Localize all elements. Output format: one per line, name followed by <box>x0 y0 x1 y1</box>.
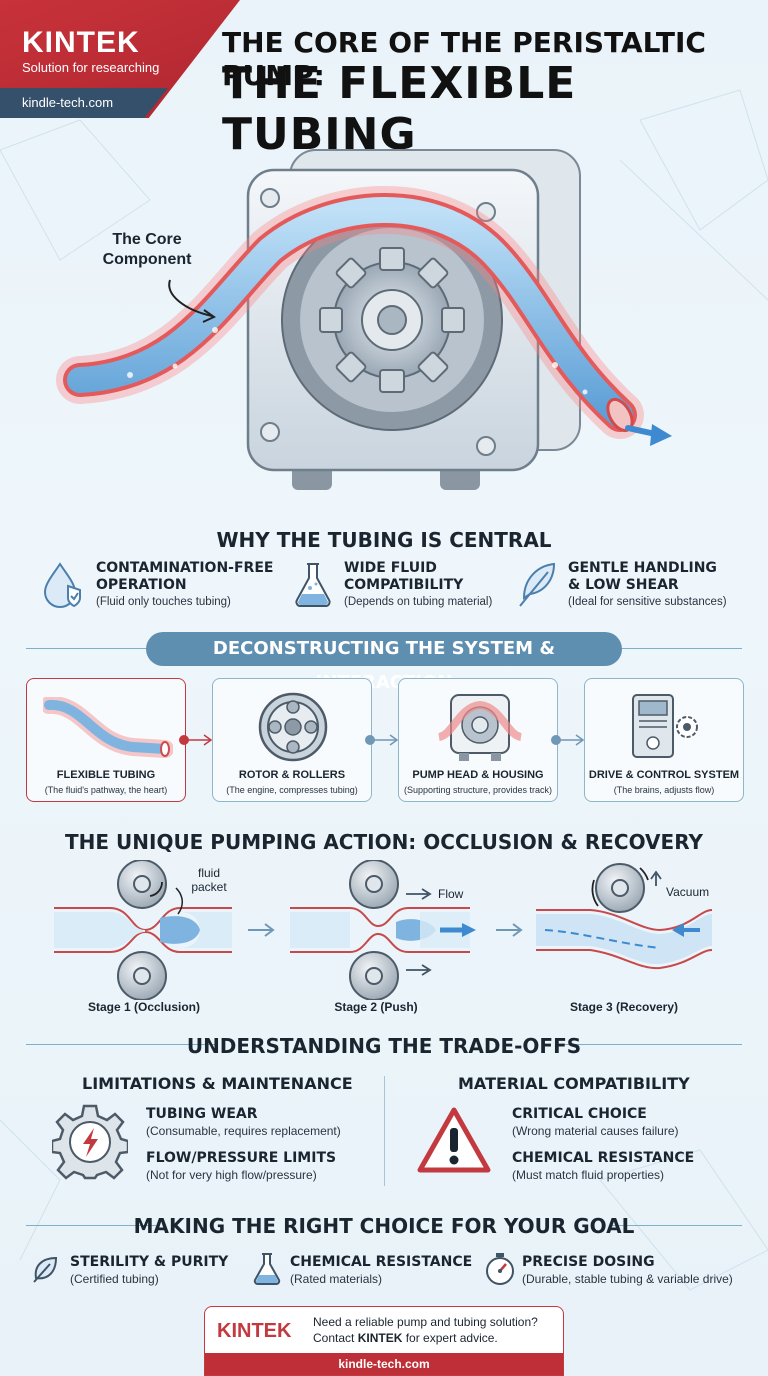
stage-1-label: Stage 1 (Occlusion) <box>87 1000 201 1014</box>
callout-line2: Component <box>102 251 192 268</box>
goal-dosing-title: PRECISE DOSING <box>522 1254 655 1270</box>
footer-line2-prefix: Contact <box>313 1331 358 1345</box>
footer-line1: Need a reliable pump and tubing solution… <box>313 1315 538 1329</box>
gear-warning-icon <box>52 1104 128 1180</box>
material-heading: MATERIAL COMPATIBILITY <box>458 1074 690 1093</box>
card-title: FLEXIBLE TUBING <box>56 769 156 781</box>
why-section-title: WHY THE TUBING IS CENTRAL <box>216 528 552 552</box>
card-drive-control: DRIVE & CONTROL SYSTEM (The brains, adju… <box>584 678 744 802</box>
feature-title: GENTLE HANDLING <box>568 560 717 576</box>
feature-subtitle: (Ideal for sensitive substances) <box>568 596 727 608</box>
feature-wide-compatibility: WIDE FLUID COMPATIBILITY (Depends on tub… <box>344 560 492 608</box>
goal-sterility-title: STERILITY & PURITY <box>70 1254 229 1270</box>
feature-title: COMPATIBILITY <box>344 577 464 593</box>
action-section-title: THE UNIQUE PUMPING ACTION: OCCLUSION & R… <box>65 830 703 854</box>
stage-1-diagram <box>54 860 232 1000</box>
flow-limits-title: FLOW/PRESSURE LIMITS <box>146 1150 337 1166</box>
feature-title: WIDE FLUID <box>344 560 437 576</box>
card-title: DRIVE & CONTROL SYSTEM <box>588 769 740 781</box>
goal-dosing-sub: (Durable, stable tubing & variable drive… <box>522 1272 733 1286</box>
feature-gentle-handling: GENTLE HANDLING & LOW SHEAR (Ideal for s… <box>568 560 727 608</box>
goal-sterility-sub: (Certified tubing) <box>70 1272 159 1286</box>
goal-chemical-sub: (Rated materials) <box>290 1272 383 1286</box>
warning-triangle-icon <box>417 1107 491 1173</box>
column-divider <box>384 1076 385 1186</box>
footer-cta[interactable]: KINTEK Need a reliable pump and tubing s… <box>204 1306 564 1376</box>
limitations-heading: LIMITATIONS & MAINTENANCE <box>82 1074 353 1093</box>
footer-line2: Contact KINTEK for expert advice. <box>313 1331 498 1345</box>
card-pump-head: PUMP HEAD & HOUSING (Supporting structur… <box>398 678 558 802</box>
tradeoffs-section-title: UNDERSTANDING THE TRADE-OFFS <box>186 1034 582 1058</box>
card-subtitle: (The engine, compresses tubing) <box>226 785 358 795</box>
brand-url-strip <box>0 88 168 118</box>
card-flexible-tubing: FLEXIBLE TUBING (The fluid's pathway, th… <box>26 678 186 802</box>
divider <box>26 1044 216 1045</box>
divider <box>26 1225 156 1226</box>
packet-label-line2: packet <box>191 880 227 894</box>
card-title: PUMP HEAD & HOUSING <box>412 769 544 781</box>
tubing-wear-sub: (Consumable, requires replacement) <box>146 1124 341 1138</box>
core-component-callout: The Core Component <box>92 230 202 270</box>
brand-logo: KINTEK <box>22 26 140 59</box>
flow-label: Flow <box>438 887 464 901</box>
footer-logo: KINTEK <box>217 1320 292 1342</box>
goal-section-title: MAKING THE RIGHT CHOICE FOR YOUR GOAL <box>133 1214 635 1238</box>
pumping-stages-diagram <box>54 860 713 1000</box>
divider <box>612 1225 742 1226</box>
system-section-title: DECONSTRUCTING THE SYSTEM & INTERACTION <box>146 632 622 693</box>
feature-title: CONTAMINATION-FREE <box>96 560 274 576</box>
card-rotor-rollers: ROTOR & ROLLERS (The engine, compresses … <box>212 678 372 802</box>
flask-icon <box>253 1253 281 1285</box>
card-title: ROTOR & ROLLERS <box>238 769 346 781</box>
card-subtitle: (The fluid's pathway, the heart) <box>44 785 168 795</box>
packet-label-line1: fluid <box>197 866 220 880</box>
feature-contamination-free: CONTAMINATION-FREE OPERATION (Fluid only… <box>96 560 273 608</box>
stopwatch-icon <box>486 1253 514 1285</box>
feature-title: OPERATION <box>96 577 187 593</box>
vacuum-label: Vacuum <box>666 885 710 899</box>
fluid-packet-label: fluid packet <box>184 866 234 894</box>
chemical-resistance-sub: (Must match fluid properties) <box>512 1168 665 1182</box>
page-title-line1: THE CORE OF THE PERISTALTIC PUMP: <box>222 26 706 92</box>
tubing-icon <box>43 697 173 758</box>
goal-chemical-title: CHEMICAL RESISTANCE <box>290 1254 473 1270</box>
card-subtitle: (Supporting structure, provides track) <box>403 785 553 795</box>
feather-icon <box>519 562 556 607</box>
card-subtitle: (The brains, adjusts flow) <box>613 785 715 795</box>
brand-url[interactable]: kindle-tech.com <box>22 95 114 110</box>
leaf-icon <box>33 1256 58 1283</box>
feature-subtitle: (Depends on tubing material) <box>344 596 493 608</box>
drive-control-icon <box>632 694 698 758</box>
brand-tagline: Solution for researching <box>22 60 160 75</box>
stage-3-label: Stage 3 (Recovery) <box>569 1000 679 1014</box>
stage-2-diagram <box>290 860 476 1000</box>
droplet-shield-icon <box>43 562 81 608</box>
card-connector-arrows <box>179 734 585 746</box>
callout-line1: The Core <box>112 231 182 248</box>
critical-choice-sub: (Wrong material causes failure) <box>512 1124 679 1138</box>
flask-icon <box>295 563 331 608</box>
footer-url[interactable]: kindle-tech.com <box>205 1353 563 1375</box>
divider <box>560 1044 742 1045</box>
chemical-resistance-title: CHEMICAL RESISTANCE <box>512 1150 695 1166</box>
footer-line2-suffix: for expert advice. <box>402 1331 498 1345</box>
stage-3-diagram <box>536 863 713 970</box>
critical-choice-title: CRITICAL CHOICE <box>512 1106 647 1122</box>
tubing-wear-title: TUBING WEAR <box>146 1106 258 1122</box>
pump-head-icon <box>437 694 523 761</box>
footer-line2-brand: KINTEK <box>357 1331 403 1345</box>
feature-subtitle: (Fluid only touches tubing) <box>96 596 231 608</box>
stage-2-label: Stage 2 (Push) <box>334 1000 418 1014</box>
rotor-icon <box>258 692 328 762</box>
flow-limits-sub: (Not for very high flow/pressure) <box>146 1168 317 1182</box>
pump-illustration <box>56 149 672 490</box>
feature-title: & LOW SHEAR <box>568 577 679 593</box>
